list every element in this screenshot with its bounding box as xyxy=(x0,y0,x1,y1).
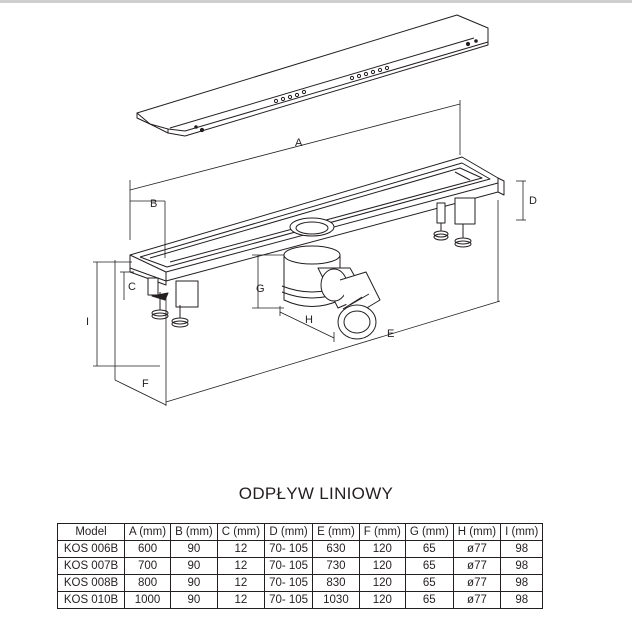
column-header: A (mm) xyxy=(123,523,172,541)
drain-channel xyxy=(129,156,505,286)
dim-label-C: C xyxy=(128,281,136,293)
table-cell: 90 xyxy=(170,557,218,575)
dim-label-G: G xyxy=(256,283,265,295)
product-title: ODPŁYW LINIOWY xyxy=(238,484,394,503)
table-cell: ø77 xyxy=(452,574,502,592)
table-cell: 120 xyxy=(358,574,406,592)
top-border xyxy=(0,0,632,3)
table-cell: 630 xyxy=(312,540,360,558)
column-header: H (mm) xyxy=(452,523,502,541)
linear-drain-technical-drawing: A B C D E F G H I xyxy=(86,14,537,406)
table-cell: 70- 105 xyxy=(264,540,314,558)
table-cell: 800 xyxy=(123,574,172,592)
table-cell: 830 xyxy=(312,574,360,592)
table-cell: 12 xyxy=(216,540,266,558)
column-header: D (mm) xyxy=(264,523,314,541)
table-cell: 70- 105 xyxy=(264,591,314,609)
column-header: F (mm) xyxy=(358,523,406,541)
dim-label-H: H xyxy=(305,314,313,326)
table-cell: 1030 xyxy=(312,591,360,609)
table-cell: 120 xyxy=(358,591,406,609)
table-cell: 98 xyxy=(500,574,544,592)
table-row: KOS 008B 800 90 12 70- 105 830 120 65 ø7… xyxy=(57,574,544,592)
table-cell: 98 xyxy=(500,591,544,609)
table-cell: ø77 xyxy=(452,540,502,558)
table-cell: KOS 008B xyxy=(57,574,125,592)
table-header-row: Model A (mm) B (mm) C (mm) D (mm) E (mm)… xyxy=(57,523,544,541)
table-cell: 90 xyxy=(170,591,218,609)
table-cell: 90 xyxy=(170,574,218,592)
column-header: B (mm) xyxy=(170,523,218,541)
table-cell: 730 xyxy=(312,557,360,575)
siphon-outlet xyxy=(281,245,381,340)
dim-label-A: A xyxy=(295,137,303,149)
column-header: I (mm) xyxy=(500,523,544,541)
table-row: KOS 007B 700 90 12 70- 105 730 120 65 ø7… xyxy=(57,557,544,575)
table-cell: 65 xyxy=(404,540,454,558)
column-header: C (mm) xyxy=(216,523,266,541)
dim-label-I: I xyxy=(86,316,89,328)
cover-grate xyxy=(136,14,489,137)
table-cell: 65 xyxy=(404,557,454,575)
dim-label-E: E xyxy=(387,328,394,340)
table-cell: 12 xyxy=(216,574,266,592)
dim-label-B: B xyxy=(150,198,157,210)
table-cell: 120 xyxy=(358,540,406,558)
table-cell: 70- 105 xyxy=(264,574,314,592)
dimension-table: Model A (mm) B (mm) C (mm) D (mm) E (mm)… xyxy=(57,523,544,609)
table-cell: 12 xyxy=(216,557,266,575)
table-cell: ø77 xyxy=(452,591,502,609)
table-cell: 98 xyxy=(500,540,544,558)
table-cell: KOS 006B xyxy=(57,540,125,558)
dim-label-D: D xyxy=(529,195,537,207)
table-cell: KOS 010B xyxy=(57,591,125,609)
table-cell: 70- 105 xyxy=(264,557,314,575)
table-cell: 98 xyxy=(500,557,544,575)
table-cell: 120 xyxy=(358,557,406,575)
table-row: KOS 006B 600 90 12 70- 105 630 120 65 ø7… xyxy=(57,540,544,558)
table-cell: 12 xyxy=(216,591,266,609)
table-cell: ø77 xyxy=(452,557,502,575)
table-cell: 700 xyxy=(123,557,172,575)
dimension-lines xyxy=(93,100,526,406)
table-cell: KOS 007B xyxy=(57,557,125,575)
column-header: G (mm) xyxy=(404,523,454,541)
table-row: KOS 010B 1000 90 12 70- 105 1030 120 65 … xyxy=(57,591,544,609)
table-cell: 1000 xyxy=(123,591,172,609)
table-cell: 65 xyxy=(404,591,454,609)
table-cell: 600 xyxy=(123,540,172,558)
table-cell: 90 xyxy=(170,540,218,558)
adjustable-feet-left xyxy=(147,277,199,328)
column-header: E (mm) xyxy=(312,523,360,541)
adjustable-feet-right xyxy=(433,197,476,248)
dim-label-F: F xyxy=(142,378,149,390)
dimension-labels: A B C D E F G H I xyxy=(86,137,537,390)
column-header: Model xyxy=(57,523,125,541)
table-cell: 65 xyxy=(404,574,454,592)
